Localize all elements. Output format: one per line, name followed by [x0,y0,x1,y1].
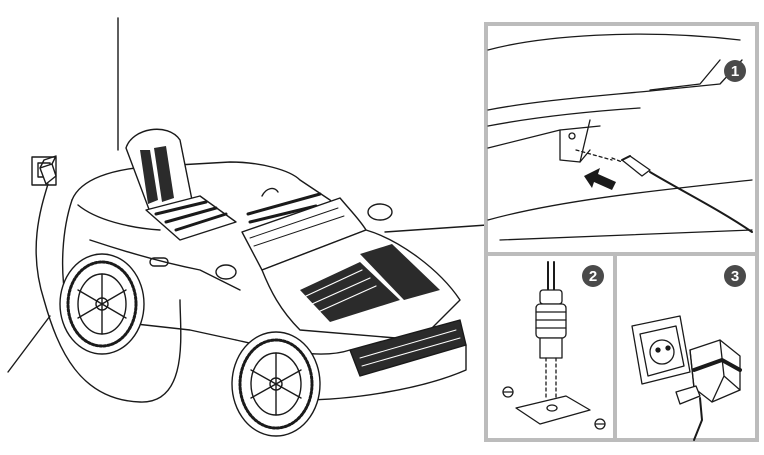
insert-arrow-icon [584,168,616,190]
wall-outlet-icon [631,315,691,385]
panel-step-3 [631,315,742,441]
overview-illustration [7,17,488,437]
step-badge-1: 1 [724,60,746,82]
ride-on-car-icon [59,128,467,437]
power-adapter-icon [39,155,57,185]
step-number-1: 1 [731,63,739,80]
step-badge-3: 3 [724,265,746,287]
power-adapter-icon [675,339,742,441]
callout-line-bottom-left [7,315,51,373]
panel-step-1 [487,33,753,241]
charging-cable [35,183,182,403]
charging-plug-icon [611,155,753,233]
step-number-2: 2 [589,268,597,285]
front-wheel [231,331,321,437]
callout-line-right [384,224,488,233]
step-number-3: 3 [731,268,739,285]
panel-step-2 [502,261,606,430]
steering-wheel [246,192,322,224]
step-badge-2: 2 [582,265,604,287]
rear-wheel [59,253,145,355]
